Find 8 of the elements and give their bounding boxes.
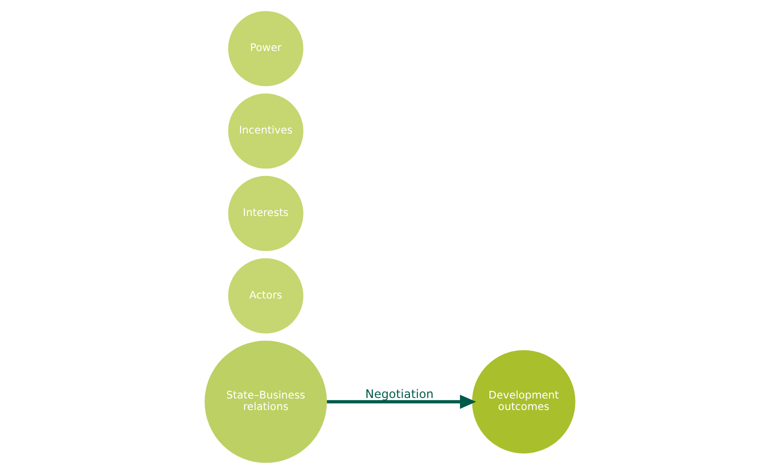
node-circle: Power	[228, 11, 304, 86]
arrow	[326, 394, 476, 409]
node-circle: Development outcomes	[472, 350, 576, 454]
node-circle: Actors	[228, 258, 304, 334]
node-circle: State–Business relations	[204, 340, 327, 463]
edge-label: Negotiation	[365, 387, 434, 402]
node-circle: Interests	[228, 176, 304, 252]
node-circle: Incentives	[228, 93, 304, 169]
